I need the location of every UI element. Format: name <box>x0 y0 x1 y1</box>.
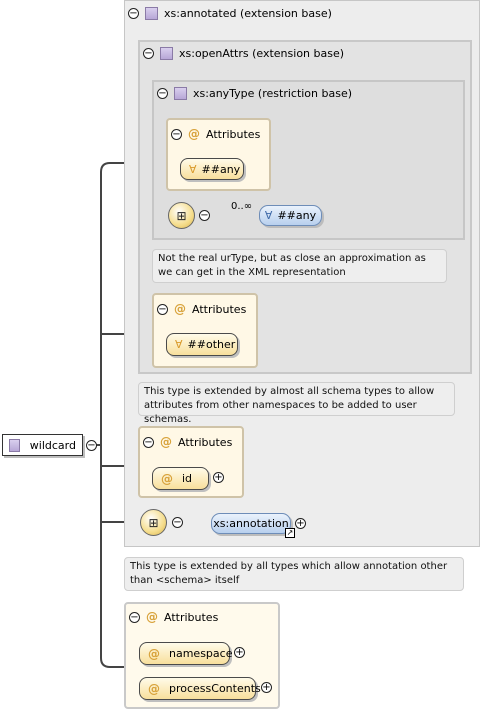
wildcard-type-name: wildcard <box>29 438 76 452</box>
collapse-icon[interactable]: − <box>86 440 97 451</box>
namespace-attribute-label: namespace <box>169 647 233 660</box>
attribute-icon: @ <box>174 302 186 316</box>
attribute-icon: @ <box>188 127 200 141</box>
anytype-header[interactable]: − xs:anyType (restriction base) <box>157 87 352 100</box>
collapse-icon[interactable]: − <box>157 303 168 315</box>
openattrs-label: xs:openAttrs (extension base) <box>179 47 345 60</box>
wildcard-attributes-label: Attributes <box>164 610 219 624</box>
wildcard-icon: ∀ <box>175 338 183 351</box>
annotation-element[interactable]: xs:annotation <box>211 513 291 534</box>
complex-type-icon <box>145 7 158 20</box>
attribute-icon: @ <box>148 681 160 696</box>
processcontents-attribute[interactable]: @ processContents <box>139 677 261 700</box>
any-attribute-wildcard[interactable]: ∀ ##any <box>180 158 244 180</box>
any-element-wildcard[interactable]: ∀ ##any <box>259 205 322 226</box>
any-attribute-label: ##any <box>201 162 241 176</box>
collapse-icon[interactable]: − <box>157 88 168 99</box>
anytype-documentation: Not the real urType, but as close an app… <box>152 249 447 283</box>
expand-icon[interactable]: + <box>213 472 224 483</box>
anytype-label: xs:anyType (restriction base) <box>193 87 353 100</box>
openattrs-documentation: This type is extended by almost all sche… <box>138 382 455 425</box>
annotation-element-label: xs:annotation <box>213 517 289 530</box>
annotated-attributes-label: Attributes <box>178 435 233 449</box>
complex-type-icon <box>174 87 187 100</box>
expand-icon[interactable]: + <box>295 518 306 529</box>
collapse-icon[interactable]: − <box>128 8 139 19</box>
expand-icon[interactable]: + <box>234 647 245 658</box>
namespace-attribute[interactable]: @ namespace <box>139 642 233 665</box>
attribute-icon: @ <box>148 646 160 661</box>
collapse-icon[interactable]: − <box>171 128 182 140</box>
wildcard-icon: ∀ <box>264 209 273 222</box>
openattrs-attributes-header[interactable]: − @ Attributes <box>157 302 246 316</box>
id-attribute-label: id <box>182 472 193 485</box>
anytype-attributes-label: Attributes <box>206 127 261 141</box>
annotated-attributes-header[interactable]: − @ Attributes <box>143 435 232 449</box>
annotated-documentation: This type is extended by all types which… <box>124 557 464 591</box>
collapse-icon[interactable]: − <box>199 210 210 221</box>
complex-type-icon <box>9 438 20 452</box>
attribute-icon: @ <box>160 435 172 449</box>
other-attribute-wildcard[interactable]: ∀ ##other <box>166 333 238 356</box>
collapse-icon[interactable]: − <box>143 48 154 59</box>
complex-type-icon <box>160 47 173 60</box>
processcontents-attribute-label: processContents <box>169 682 261 695</box>
annotated-label: xs:annotated (extension base) <box>164 7 332 20</box>
wildcard-attributes-header[interactable]: − @ Attributes <box>129 610 218 624</box>
collapse-icon[interactable]: − <box>143 436 154 448</box>
wildcard-type-node[interactable]: wildcard <box>2 434 83 456</box>
collapse-icon[interactable]: − <box>129 611 140 623</box>
anytype-attributes-header[interactable]: − @ Attributes <box>171 127 260 141</box>
other-attribute-label: ##other <box>187 338 236 351</box>
reference-link-icon[interactable]: ↗ <box>285 528 295 538</box>
openattrs-header[interactable]: − xs:openAttrs (extension base) <box>143 47 344 60</box>
annotated-header[interactable]: − xs:annotated (extension base) <box>128 7 332 20</box>
occurrence-label: 0..∞ <box>231 201 253 212</box>
attribute-icon: @ <box>161 471 173 486</box>
attribute-icon: @ <box>146 610 158 624</box>
sequence-icon[interactable]: ⊞ <box>168 202 195 229</box>
sequence-icon[interactable]: ⊞ <box>140 509 167 536</box>
any-element-label: ##any <box>277 209 317 222</box>
id-attribute[interactable]: @ id <box>152 467 209 490</box>
wildcard-icon: ∀ <box>189 162 197 176</box>
openattrs-attributes-label: Attributes <box>192 302 247 316</box>
expand-icon[interactable]: + <box>261 682 272 693</box>
collapse-icon[interactable]: − <box>172 517 183 528</box>
